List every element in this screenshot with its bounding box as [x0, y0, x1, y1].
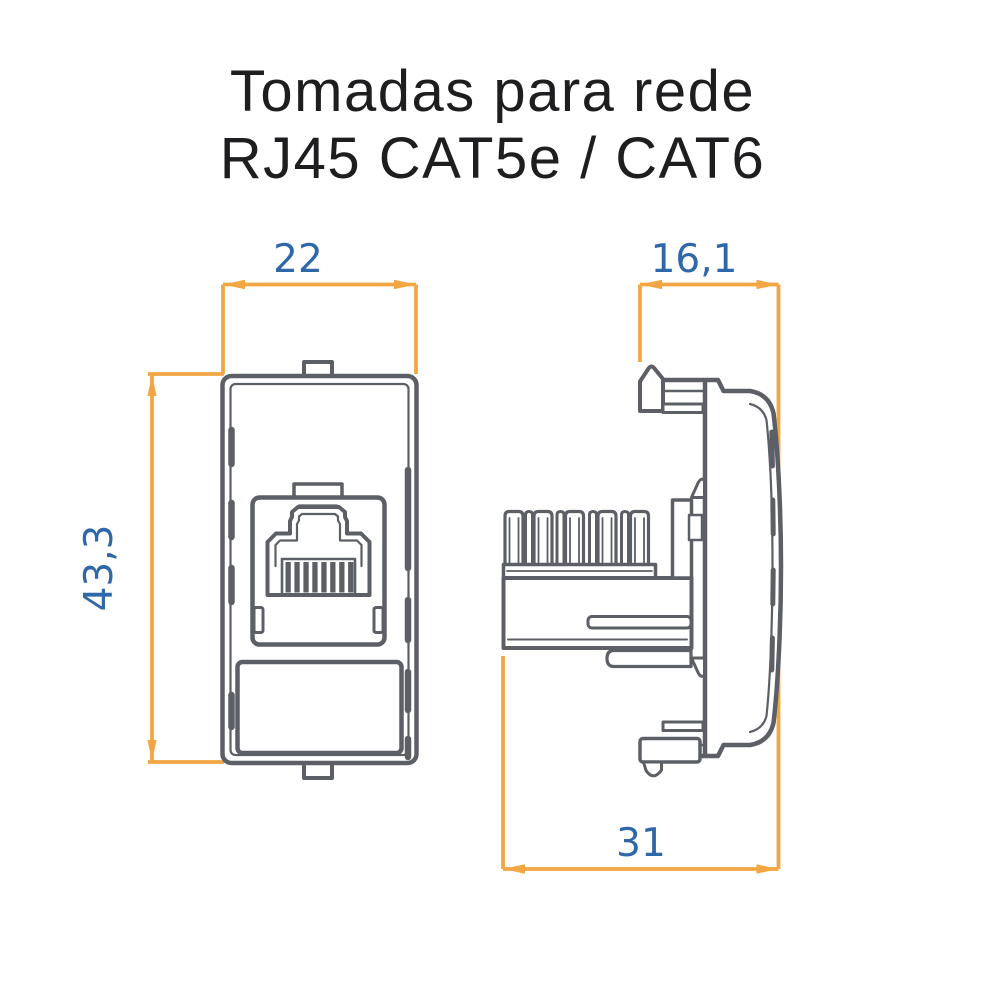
- dimension-side-depth-total: 31: [501, 656, 779, 874]
- side-faceplate-inner-curve: [748, 402, 774, 734]
- rj45-pin-frame: [280, 557, 357, 594]
- side-bottom-hook-tip: [642, 760, 663, 778]
- side-faceplate-fill: [704, 380, 781, 756]
- rj45-opening-inner-line: [274, 512, 363, 568]
- dimension-front-width-value: 22: [273, 237, 323, 282]
- rj45-pins: [285, 562, 354, 593]
- front-view-drawing: [220, 360, 419, 780]
- side-view-drawing: [501, 364, 784, 778]
- side-latch-hook-bottom: [690, 656, 706, 678]
- side-top-clip: [638, 364, 665, 413]
- front-edge-dashes: [228, 426, 412, 761]
- side-bottom-ledge: [661, 720, 705, 732]
- side-lower-lip: [605, 648, 693, 669]
- dimension-front-height-value: 43,3: [77, 525, 122, 612]
- dimension-front-width: 22: [221, 237, 418, 374]
- side-jack-body: [501, 576, 694, 650]
- dimension-side-depth-top-value: 16,1: [651, 237, 738, 282]
- title-line-1: Tomadas para rede: [229, 59, 756, 124]
- jack-slot-left: [252, 606, 265, 634]
- side-faceplate-edge-dashes: [769, 429, 776, 673]
- side-faceplate-outline: [660, 377, 784, 759]
- title-line-2: RJ45 CAT5e / CAT6: [219, 126, 766, 192]
- side-latch-detail: [687, 513, 704, 542]
- side-wire-slot: [586, 615, 693, 630]
- product-title: Tomadas para rede RJ45 CAT5e / CAT6: [0, 58, 985, 193]
- side-latch-hook-top: [690, 477, 706, 499]
- dimension-front-height: 43,3: [77, 372, 224, 764]
- side-idc-teeth: [503, 509, 651, 568]
- front-label-area: [235, 659, 404, 756]
- side-bottom-foot: [638, 736, 702, 764]
- dimension-side-depth-total-value: 31: [616, 821, 666, 866]
- jack-slot-right: [372, 606, 385, 634]
- side-top-ledge: [661, 402, 705, 414]
